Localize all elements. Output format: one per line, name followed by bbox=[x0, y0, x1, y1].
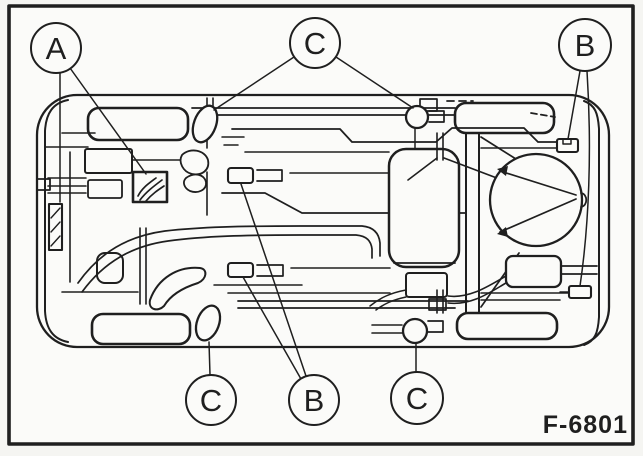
rear-bumper-line bbox=[583, 100, 600, 346]
callout-c-top-letter: C bbox=[304, 26, 326, 61]
arrow-mark-2 bbox=[497, 227, 508, 237]
c-grommet-front-bottom bbox=[194, 304, 222, 342]
fuel-tank bbox=[387, 147, 461, 269]
tow-hook bbox=[36, 178, 51, 191]
callout-c-bl-leader bbox=[208, 341, 211, 376]
callouts: A C B C B C bbox=[30, 17, 612, 426]
b-clip-rear-top bbox=[555, 137, 580, 154]
exhaust-pipe-2 bbox=[81, 234, 373, 293]
front-crossmember-lines bbox=[47, 177, 87, 194]
callout-b-top-leader-2 bbox=[579, 70, 591, 287]
c-grommet-front-top bbox=[191, 104, 219, 144]
tailpipe bbox=[560, 265, 598, 275]
leader-lines bbox=[59, 56, 591, 380]
callout-c-top-leader-1 bbox=[213, 56, 295, 111]
wheel-front-lower bbox=[90, 312, 192, 346]
callout-a-leader-2 bbox=[69, 67, 147, 175]
wheel-rear-upper bbox=[453, 101, 556, 135]
body-outline bbox=[35, 93, 611, 349]
muffler bbox=[504, 254, 563, 289]
wheels bbox=[86, 101, 559, 346]
callout-b-bottom-leader-1 bbox=[240, 183, 307, 377]
callout-targets bbox=[47, 104, 593, 345]
c-grommet-rear-top bbox=[404, 104, 445, 130]
side-member bbox=[231, 127, 559, 143]
callout-c-br-letter: C bbox=[406, 381, 428, 416]
engine-block bbox=[84, 148, 133, 174]
heat-shield bbox=[405, 272, 448, 298]
callout-b-bottom: B bbox=[288, 374, 340, 426]
engine-bay bbox=[45, 97, 381, 311]
a-target-hatched-strip bbox=[47, 202, 64, 252]
callout-c-bottom-right: C bbox=[390, 371, 444, 425]
b-clip-center-top bbox=[226, 166, 283, 185]
callout-b-top: B bbox=[558, 18, 612, 72]
spare-tire-valve bbox=[580, 192, 588, 208]
rear-section bbox=[369, 98, 598, 314]
gearbox bbox=[87, 179, 123, 199]
front-bumper-line bbox=[44, 99, 69, 343]
callout-b-bottom-letter: B bbox=[304, 383, 325, 418]
wheel-rear-lower bbox=[455, 311, 559, 341]
arrow-mark-1 bbox=[497, 166, 508, 176]
callout-b-top-leader-1 bbox=[567, 70, 581, 140]
callout-b-top-letter: B bbox=[575, 28, 596, 63]
callout-a-letter: A bbox=[46, 31, 67, 66]
callout-c-bottom-left: C bbox=[185, 374, 237, 426]
car-body bbox=[35, 93, 611, 349]
spare-tire bbox=[488, 152, 584, 248]
arch-bracket-bottom bbox=[428, 298, 447, 311]
callout-c-top-leader-2 bbox=[335, 56, 414, 109]
callout-b-bottom-leader-2 bbox=[242, 276, 302, 380]
a-target-hatched-box bbox=[131, 170, 169, 204]
control-arm bbox=[148, 266, 207, 311]
dashed-line-2 bbox=[530, 112, 556, 118]
shift-linkage-2 bbox=[183, 173, 207, 193]
callout-a: A bbox=[30, 22, 82, 74]
callout-c-bl-letter: C bbox=[200, 383, 222, 418]
exhaust-pipe bbox=[77, 225, 381, 284]
figure-code: F-6801 bbox=[543, 411, 628, 439]
wheel-front-upper bbox=[86, 106, 190, 142]
callout-c-top: C bbox=[289, 17, 341, 69]
b-clip-center-bottom bbox=[226, 261, 284, 279]
rear-axle bbox=[465, 132, 480, 314]
engine-mount bbox=[96, 252, 124, 284]
c-grommet-rear-bottom bbox=[371, 317, 444, 345]
shift-linkage bbox=[179, 149, 210, 176]
